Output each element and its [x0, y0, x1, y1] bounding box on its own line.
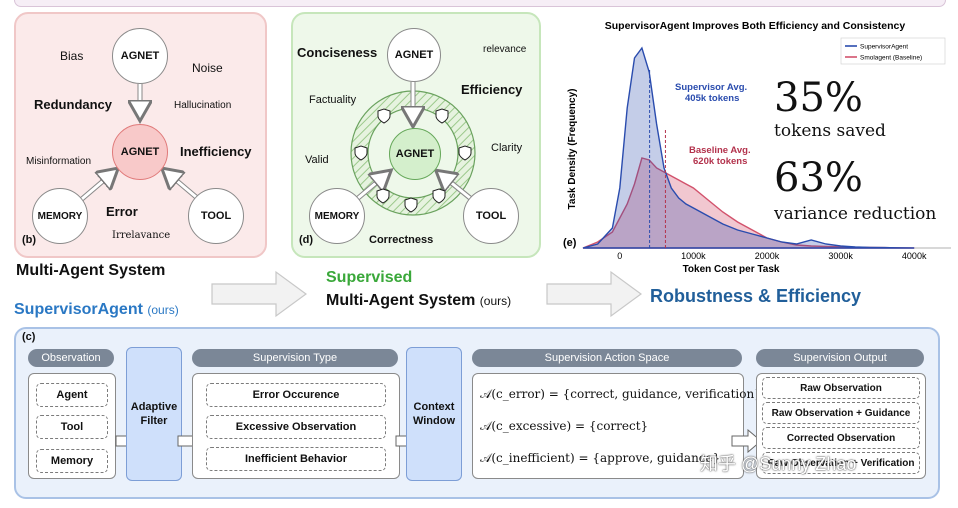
watermark: 知乎 @Sunny Zhao — [700, 454, 857, 474]
word-inefficiency: Inefficiency — [180, 144, 252, 159]
x-tick-label: 0 — [617, 251, 622, 261]
stat-63-text: variance reduction — [774, 204, 937, 224]
memory-node: MEMORY — [32, 188, 88, 244]
panel-b-label: (b) — [22, 234, 37, 246]
action-space-box — [472, 373, 744, 479]
word-conciseness: Conciseness — [297, 45, 378, 60]
adaptive-filter: Adaptive Filter — [126, 347, 182, 481]
word-hallucination: Hallucination — [174, 100, 232, 111]
annot-sup-2: 405k tokens — [685, 93, 739, 104]
obs-agent: Agent — [36, 383, 108, 407]
panel-b: AGNET AGNET MEMORY TOOL Bias Noise Redun… — [14, 12, 267, 258]
x-tick-label: 1000k — [681, 251, 706, 261]
type-error: Error Occurence — [206, 383, 386, 407]
context-window: Context Window — [406, 347, 462, 481]
word-efficiency: Efficiency — [461, 82, 523, 97]
arrow-to-supervised — [211, 270, 308, 318]
word-relevance: relevance — [483, 44, 527, 55]
stat-35-number: 35% — [774, 75, 863, 121]
annot-sup-1: Supervisor Avg. — [675, 82, 747, 93]
output-header: Supervision Output — [756, 349, 924, 367]
word-bias: Bias — [60, 49, 84, 63]
output-raw-guidance: Raw Observation + Guidance — [762, 402, 920, 424]
panel-c-label: (c) — [22, 331, 36, 343]
word-irrelevance: Irrelavance — [112, 230, 171, 241]
type-inefficient: Inefficient Behavior — [206, 447, 386, 471]
agent-mid-node-d: AGNET — [389, 128, 441, 180]
word-misinformation: Misinformation — [26, 156, 92, 167]
output-raw: Raw Observation — [762, 377, 920, 399]
supervised-title: Supervised — [326, 269, 413, 286]
word-error: Error — [106, 204, 138, 219]
chart-xlabel: Token Cost per Task — [683, 264, 780, 275]
arrow-action-output — [731, 429, 762, 453]
agent-top-node: AGNET — [112, 28, 168, 84]
panel-c: (c) Observation Agent Tool Memory Adapti… — [14, 327, 940, 499]
word-noise: Noise — [192, 61, 223, 75]
output-corrected: Corrected Observation — [762, 427, 920, 449]
memory-node-d: MEMORY — [309, 188, 365, 244]
action-line-excessive: 𝒜(c_excessive) = {correct} — [480, 419, 649, 433]
agent-top-node-d: AGNET — [387, 28, 441, 82]
x-tick-label: 3000k — [828, 251, 853, 261]
supervision-type-header: Supervision Type — [192, 349, 398, 367]
supervised-mas-label: Multi-Agent System — [326, 292, 476, 309]
x-tick-label: 4000k — [902, 251, 927, 261]
action-line-error: 𝒜(c_error) = {correct, guidance, verific… — [480, 387, 762, 401]
chart-title: SupervisorAgent Improves Both Efficiency… — [605, 20, 906, 32]
shield-icons — [354, 108, 472, 213]
word-factuality: Factuality — [309, 94, 357, 106]
stat-35-text: tokens saved — [774, 121, 886, 141]
multi-agent-title: Multi-Agent System — [16, 262, 166, 279]
supervised-subtitle: Multi-Agent System (ours) — [326, 292, 511, 310]
word-valid: Valid — [305, 154, 329, 166]
density-chart: SupervisorAgent Improves Both Efficiency… — [563, 20, 951, 275]
supervisor-ours: (ours) — [147, 303, 179, 317]
word-clarity: Clarity — [491, 142, 523, 154]
chart-ylabel: Task Density (Frequency) — [567, 89, 578, 210]
panel-d: AGNET AGNET MEMORY TOOL Conciseness rele… — [291, 12, 541, 258]
robustness-title: Robustness & Efficiency — [650, 286, 862, 306]
action-line-inefficient: 𝒜(c_inefficient) = {approve, guidance} — [480, 451, 721, 465]
type-excessive: Excessive Observation — [206, 415, 386, 439]
x-tick-label: 2000k — [755, 251, 780, 261]
supervisor-agent-label: SupervisorAgent (ours) — [14, 301, 179, 319]
tool-node-d: TOOL — [463, 188, 519, 244]
supervisor-agent-name: SupervisorAgent — [14, 301, 143, 318]
annot-base-1: Baseline Avg. — [689, 145, 751, 156]
observation-header: Observation — [28, 349, 114, 367]
obs-tool: Tool — [36, 415, 108, 439]
legend-base: Smolagent (Baseline) — [860, 55, 922, 62]
obs-memory: Memory — [36, 449, 108, 473]
arrow-to-robustness — [546, 270, 643, 318]
panel-d-label: (d) — [299, 234, 314, 246]
output-raw-verification: Raw Observation + Verification — [762, 452, 920, 474]
agent-mid-node: AGNET — [112, 124, 168, 180]
chart-annotations: Supervisor Avg. 405k tokens Baseline Avg… — [675, 82, 751, 167]
chart-legend: SupervisorAgent Smolagent (Baseline) — [840, 37, 946, 65]
panel-e-label: (e) — [563, 237, 577, 249]
word-correctness: Correctness — [369, 234, 434, 246]
top-border-strip — [14, 0, 946, 7]
tool-node: TOOL — [188, 188, 244, 244]
word-redundancy: Redundancy — [34, 97, 113, 112]
stat-63-number: 63% — [774, 155, 863, 201]
supervised-ours: (ours) — [479, 294, 512, 308]
action-space-header: Supervision Action Space — [472, 349, 742, 367]
annot-base-2: 620k tokens — [693, 156, 747, 167]
legend-sup: SupervisorAgent — [860, 44, 908, 51]
